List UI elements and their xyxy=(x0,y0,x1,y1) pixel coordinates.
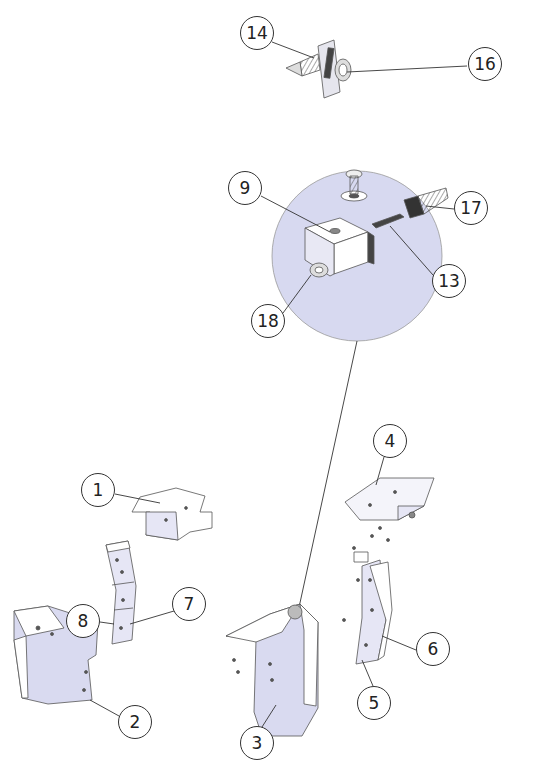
callout-circle: 13 xyxy=(432,264,466,298)
callout-circle: 7 xyxy=(172,587,206,621)
callout-number: 5 xyxy=(369,695,380,712)
callout-number: 3 xyxy=(252,735,263,752)
callout-circle: 4 xyxy=(373,424,407,458)
callout-circle: 6 xyxy=(416,632,450,666)
callout-circle: 8 xyxy=(66,604,100,638)
callout-circle: 9 xyxy=(228,171,262,205)
callout-circle: 3 xyxy=(240,726,274,760)
callout-circle: 5 xyxy=(357,686,391,720)
callout-circle: 2 xyxy=(118,705,152,739)
callout-circle: 14 xyxy=(240,16,274,50)
callout-number: 9 xyxy=(240,180,251,197)
callout-circle: 16 xyxy=(468,47,502,81)
callout-number: 2 xyxy=(130,714,141,731)
callout-number: 7 xyxy=(184,596,195,613)
callout-circle: 1 xyxy=(81,473,115,507)
callout-circle: 17 xyxy=(454,191,488,225)
callout-number: 8 xyxy=(78,613,89,630)
callout-number: 18 xyxy=(257,313,279,330)
callout-number: 6 xyxy=(428,641,439,658)
callout-number: 1 xyxy=(93,482,104,499)
callout-number: 4 xyxy=(385,433,396,450)
callout-number: 17 xyxy=(460,200,482,217)
callout-circle: 18 xyxy=(251,304,285,338)
callout-number: 16 xyxy=(474,56,496,73)
callout-number: 14 xyxy=(246,25,268,42)
callout-number: 13 xyxy=(438,273,460,290)
